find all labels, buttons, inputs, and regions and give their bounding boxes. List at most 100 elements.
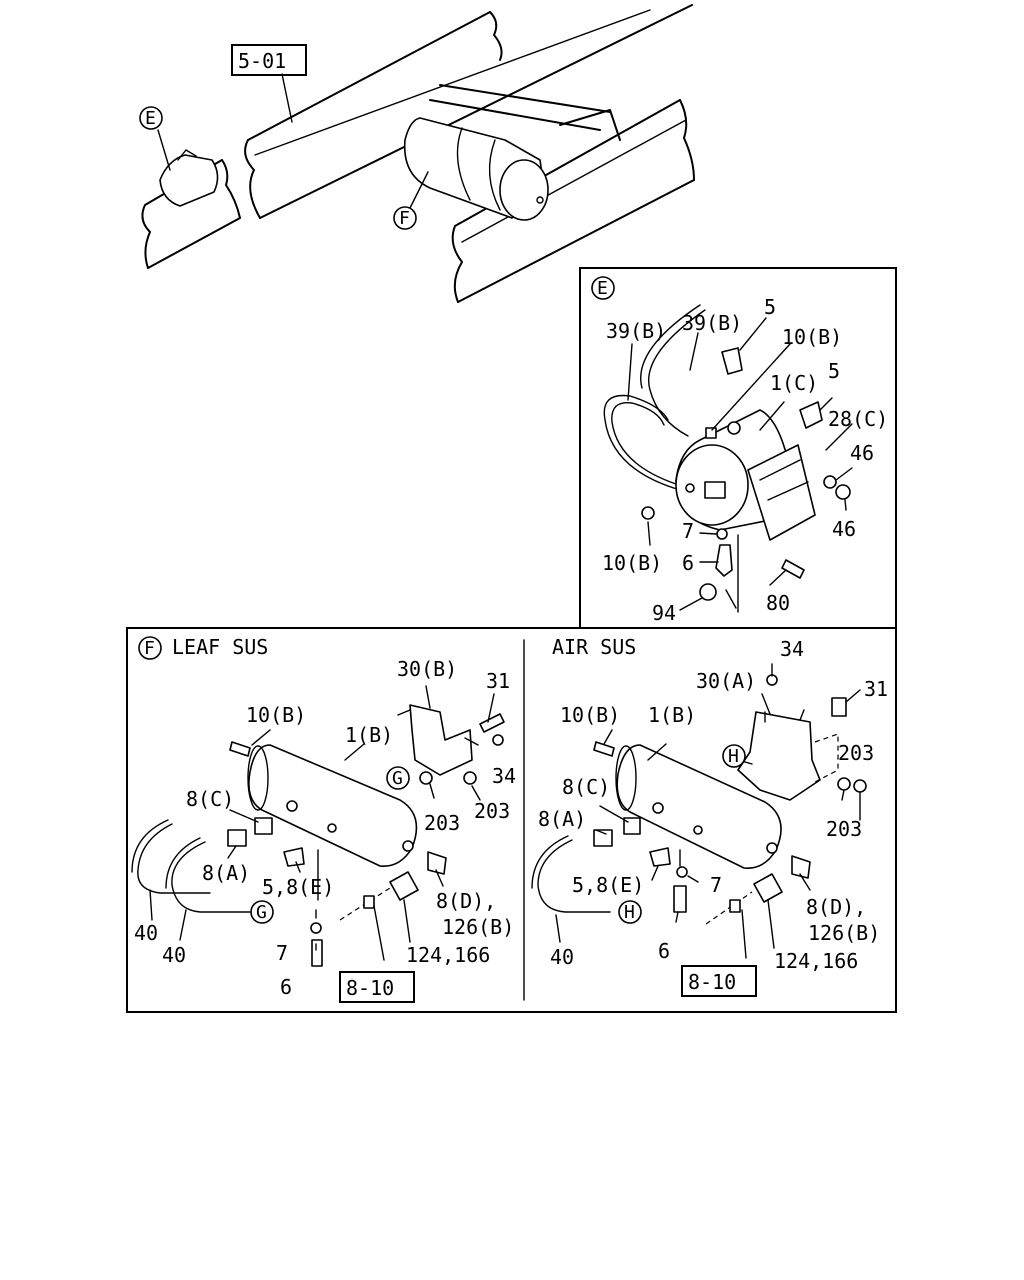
air-label-washer-34: 34 xyxy=(780,637,804,661)
leaf-hose-40a xyxy=(137,823,211,894)
air-fitting-8a xyxy=(593,829,613,847)
air-plug-10b xyxy=(593,741,615,757)
leaf-label-tank-1b: 1(B) xyxy=(345,723,393,747)
washer-7 xyxy=(716,528,728,540)
leaf-nut-203b xyxy=(463,771,477,785)
label-plug-10b-left: 10(B) xyxy=(602,551,662,575)
leaf-label-fitting-8c: 8(C) xyxy=(186,787,234,811)
air-label-valve-6: 6 xyxy=(658,939,670,963)
ref-box-5-01-label: 5-01 xyxy=(238,49,286,73)
leaf-elbow-5-8e xyxy=(283,847,305,867)
label-hose-39b-left: 39(B) xyxy=(606,319,666,343)
leaf-ref-box-8-10-label: 8-10 xyxy=(346,976,394,1000)
air-label-nut-203a: 203 xyxy=(838,741,874,765)
leaf-label-washer-7: 7 xyxy=(276,941,288,965)
nut-94 xyxy=(699,583,717,601)
leaf-bracket-30b xyxy=(409,704,473,776)
leaf-label-hose-40b: 40 xyxy=(162,943,186,967)
air-label-washer-7: 7 xyxy=(710,873,722,897)
elbow-5-right xyxy=(799,401,823,429)
label-tank-1c: 1(C) xyxy=(770,371,818,395)
air-callout-h2: H xyxy=(624,902,635,923)
leaf-ref-box-8-10[interactable] xyxy=(339,971,415,1003)
nut-46-upper xyxy=(823,475,837,489)
air-sus-title: AIR SUS xyxy=(552,635,636,659)
leaf-fitting-8a xyxy=(227,829,247,847)
leaf-callout-g2: G xyxy=(256,902,267,923)
label-elbow-5-top: 5 xyxy=(764,295,776,319)
panel-e-id-circle xyxy=(591,276,615,300)
air-nut-203a xyxy=(837,777,851,791)
air-label-bolt-31: 31 xyxy=(864,677,888,701)
callout-e-label: E xyxy=(145,108,156,129)
label-nut-46-upper: 46 xyxy=(850,441,874,465)
leaf-washer-7 xyxy=(310,922,322,934)
chassis-overview xyxy=(141,4,695,303)
panel-f-frame xyxy=(126,627,897,1013)
leaf-sus-title: LEAF SUS xyxy=(172,635,268,659)
leaf-plug-10b xyxy=(229,741,251,757)
leaf-bolt-31 xyxy=(479,713,505,733)
label-nut-94: 94 xyxy=(652,601,676,625)
leaf-label-fitting-8a: 8(A) xyxy=(202,861,250,885)
air-valve-6 xyxy=(673,885,687,913)
label-nut-46-lower: 46 xyxy=(832,517,856,541)
plug-10b-top xyxy=(705,427,717,439)
air-bolt-31 xyxy=(831,697,847,717)
leaf-fitting-8c xyxy=(254,817,273,835)
bracket-28c xyxy=(747,444,816,541)
leaf-switch-124 xyxy=(389,871,419,901)
leaf-label-bracket-30b: 30(B) xyxy=(397,657,457,681)
air-label-fitting-8c: 8(C) xyxy=(562,775,610,799)
air-ref-box-8-10[interactable] xyxy=(681,965,757,997)
panel-e-id: E xyxy=(597,278,608,299)
leaf-callout-g-circle xyxy=(386,766,410,790)
air-switch-124 xyxy=(753,873,783,903)
bolt-80 xyxy=(781,559,805,579)
panel-f-leaf: F LEAF SUS 30(B) 31 10(B) xyxy=(131,635,516,1003)
leaf-callout-g2-circle xyxy=(250,900,274,924)
air-label-fitting-8d: 8(D), xyxy=(806,895,866,919)
leaf-label-plug-10b: 10(B) xyxy=(246,703,306,727)
label-washer-7: 7 xyxy=(682,519,694,543)
leaf-hose-40b xyxy=(171,841,251,913)
leaf-label-plug-126b: 126(B) xyxy=(442,915,514,939)
air-nut-203b xyxy=(853,779,867,793)
elbow-5-top xyxy=(721,347,743,375)
valve-6 xyxy=(715,544,733,577)
air-label-fitting-8a: 8(A) xyxy=(538,807,586,831)
leaf-label-bolt-31: 31 xyxy=(486,669,510,693)
air-label-bracket-30a: 30(A) xyxy=(696,669,756,693)
air-fitting-8d xyxy=(791,855,811,879)
panel-f-air: AIR SUS 34 30(A) 31 10(B) 1( xyxy=(531,635,888,997)
air-label-nut-203b: 203 xyxy=(826,817,862,841)
air-tank-1b xyxy=(616,744,782,869)
leaf-label-valve-6: 6 xyxy=(280,975,292,999)
air-elbow-5-8e xyxy=(649,847,671,867)
air-washer-7 xyxy=(676,866,688,878)
panel-f-id-circle xyxy=(138,636,162,660)
leaf-label-elbow-5-8e: 5,8(E) xyxy=(262,875,334,899)
leaf-label-switch-124-166: 124,166 xyxy=(406,943,490,967)
air-bracket-30a xyxy=(737,711,821,801)
leaf-tank-1b xyxy=(248,744,418,867)
air-label-switch-124-166: 124,166 xyxy=(774,949,858,973)
leaf-fitting-8d xyxy=(427,851,447,875)
air-ref-box-8-10-label: 8-10 xyxy=(688,970,736,994)
leaf-label-fitting-8d: 8(D), xyxy=(436,889,496,913)
plug-10b-left xyxy=(641,506,655,520)
label-bracket-28c: 28(C) xyxy=(828,407,888,431)
leaf-label-nut-203b: 203 xyxy=(474,799,510,823)
leaf-label-washer-34: 34 xyxy=(492,764,516,788)
label-elbow-5-right: 5 xyxy=(828,359,840,383)
ref-box-5-01[interactable] xyxy=(231,44,307,76)
label-bolt-80: 80 xyxy=(766,591,790,615)
air-label-plug-126b: 126(B) xyxy=(808,921,880,945)
air-label-elbow-5-8e: 5,8(E) xyxy=(572,873,644,897)
hose-39b xyxy=(603,394,681,491)
leaf-nut-203a xyxy=(419,771,433,785)
label-valve-6: 6 xyxy=(682,551,694,575)
leaf-callout-g: G xyxy=(392,768,403,789)
leaf-label-nut-203a: 203 xyxy=(424,811,460,835)
panel-f-id: F xyxy=(144,638,155,659)
